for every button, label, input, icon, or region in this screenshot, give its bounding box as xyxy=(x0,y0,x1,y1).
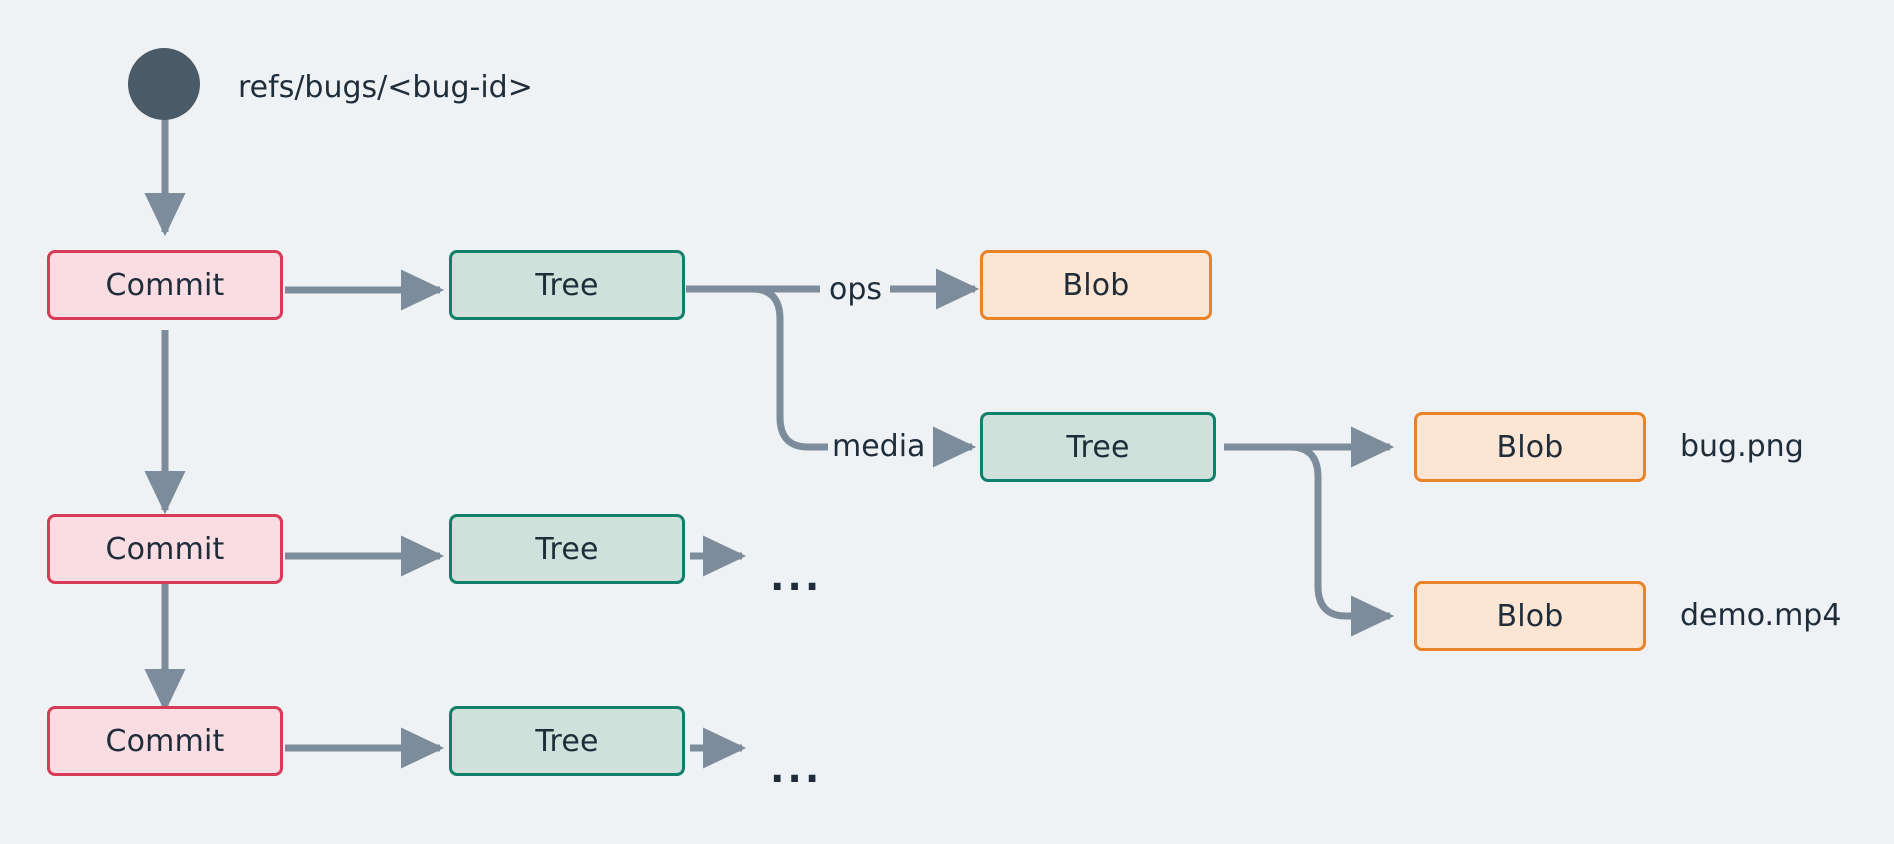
node-blob-ops[interactable]: Blob xyxy=(980,250,1212,320)
file-label-demo-mp4: demo.mp4 xyxy=(1680,598,1842,633)
edge-tree1-to-media xyxy=(686,285,828,451)
edge-label-ops: ops xyxy=(826,275,886,305)
node-blob-bug-png[interactable]: Blob xyxy=(1414,412,1646,482)
node-tree-media[interactable]: Tree xyxy=(980,412,1216,482)
ellipsis-tree-3: ... xyxy=(770,747,823,791)
node-tree-2[interactable]: Tree xyxy=(449,514,685,584)
node-tree-3[interactable]: Tree xyxy=(449,706,685,776)
edge-label-media: media xyxy=(829,432,929,462)
node-blob-demo-mp4[interactable]: Blob xyxy=(1414,581,1646,651)
node-commit-3[interactable]: Commit xyxy=(47,706,283,776)
ref-label: refs/bugs/<bug-id> xyxy=(238,70,533,105)
node-tree-1[interactable]: Tree xyxy=(449,250,685,320)
node-commit-1[interactable]: Commit xyxy=(47,250,283,320)
node-commit-2[interactable]: Commit xyxy=(47,514,283,584)
ellipsis-tree-2: ... xyxy=(770,555,823,599)
edge-mediatree-to-blob-demomp4 xyxy=(1224,443,1395,637)
file-label-bug-png: bug.png xyxy=(1680,429,1804,464)
ref-pointer-dot xyxy=(128,48,200,120)
